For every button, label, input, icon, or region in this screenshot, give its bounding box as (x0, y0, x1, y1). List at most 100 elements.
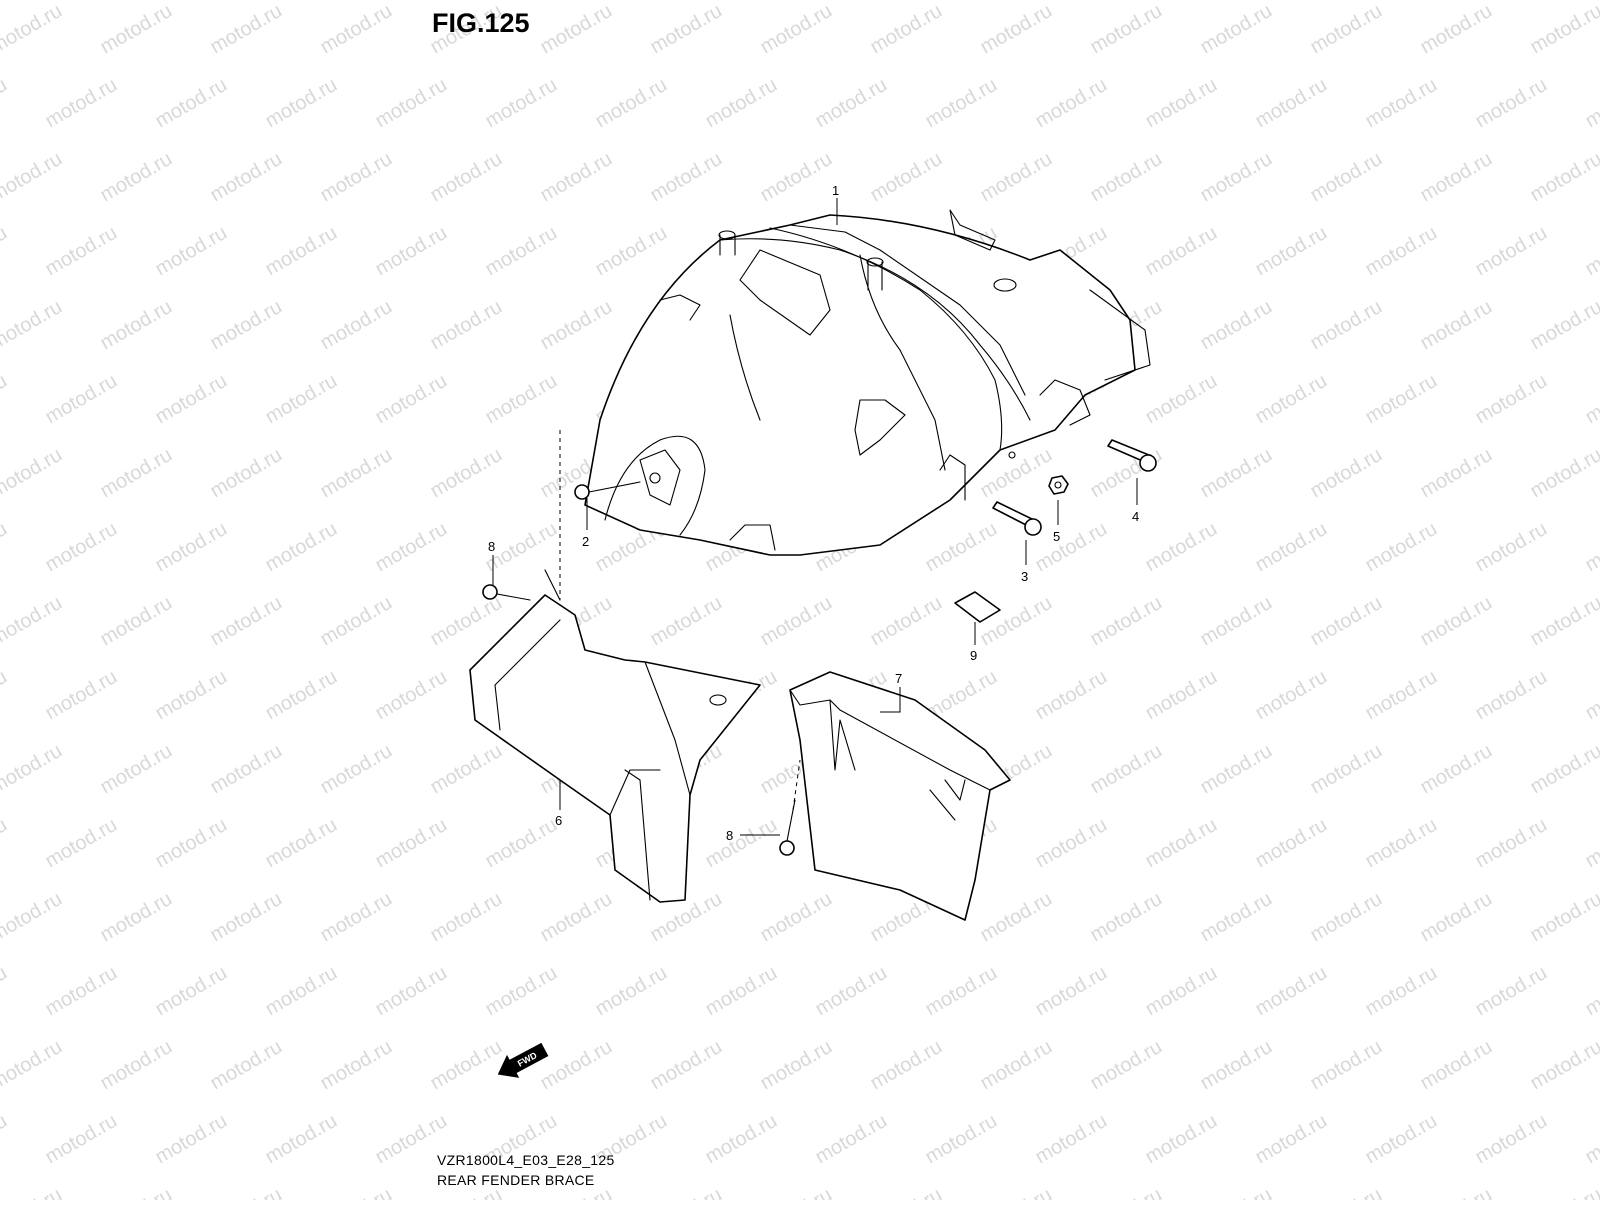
watermark-text: motod.ru (97, 296, 176, 355)
watermark-text: motod.ru (152, 222, 231, 281)
watermark-text: motod.ru (537, 888, 616, 947)
watermark-text: motod.ru (482, 814, 561, 873)
watermark-text: motod.ru (537, 1036, 616, 1095)
watermark-text: motod.ru (757, 592, 836, 651)
watermark-text: motod.ru (1142, 962, 1221, 1021)
watermark-text: motod.ru (1252, 518, 1331, 577)
watermark-text: motod.ru (977, 592, 1056, 651)
watermark-text: motod.ru (1417, 740, 1496, 799)
watermark-text: motod.ru (1252, 962, 1331, 1021)
watermark-text: motod.ru (317, 888, 396, 947)
figure-title: FIG.125 (432, 8, 530, 39)
watermark-text: motod.ru (1087, 740, 1166, 799)
watermark-text: motod.ru (427, 740, 506, 799)
watermark-text: motod.ru (1417, 1036, 1496, 1095)
watermark-text: motod.ru (1197, 296, 1276, 355)
watermark-text: motod.ru (1197, 740, 1276, 799)
watermark-text: motod.ru (647, 0, 726, 58)
callout-9: 9 (970, 648, 977, 663)
watermark-text: motod.ru (537, 148, 616, 207)
watermark-text: motod.ru (207, 0, 286, 58)
watermark-text: motod.ru (0, 888, 66, 947)
cushion-pad-9-part (955, 592, 1000, 622)
watermark-text: motod.ru (0, 592, 66, 651)
screw-8a-part (483, 585, 530, 600)
watermark-text: motod.ru (1472, 74, 1551, 133)
watermark-text: motod.ru (977, 1036, 1056, 1095)
watermark-text: motod.ru (1197, 0, 1276, 58)
watermark-text: motod.ru (647, 148, 726, 207)
watermark-text: motod.ru (537, 296, 616, 355)
watermark-text: motod.ru (317, 0, 396, 58)
watermark-text: motod.ru (262, 222, 341, 281)
callout-4: 4 (1132, 509, 1139, 524)
watermark-text: motod.ru (702, 1110, 781, 1169)
watermark-text: motod.ru (0, 1110, 11, 1169)
watermark-text: motod.ru (1362, 962, 1441, 1021)
watermark-text: motod.ru (1307, 740, 1386, 799)
watermark-text: motod.ru (317, 148, 396, 207)
watermark-text: motod.ru (1362, 1110, 1441, 1169)
watermark-text: motod.ru (977, 888, 1056, 947)
watermark-text: motod.ru (262, 74, 341, 133)
watermark-text: motod.ru (1362, 814, 1441, 873)
watermark-text: motod.ru (207, 888, 286, 947)
watermark-text: motod.ru (207, 592, 286, 651)
watermark-text: motod.ru (1087, 592, 1166, 651)
watermark-text: motod.ru (42, 1110, 121, 1169)
watermark-text: motod.ru (1582, 222, 1600, 281)
watermark-text: motod.ru (97, 592, 176, 651)
watermark-text: motod.ru (97, 444, 176, 503)
watermark-text: motod.ru (922, 962, 1001, 1021)
watermark-text: motod.ru (1142, 74, 1221, 133)
watermark-text: motod.ru (757, 1184, 836, 1200)
watermark-text: motod.ru (1362, 222, 1441, 281)
watermark-text: motod.ru (372, 370, 451, 429)
watermark-text: motod.ru (812, 962, 891, 1021)
watermark-text: motod.ru (207, 148, 286, 207)
watermark-text: motod.ru (1252, 814, 1331, 873)
watermark-text: motod.ru (317, 592, 396, 651)
watermark-text: motod.ru (1362, 370, 1441, 429)
nut-5-part (1049, 476, 1068, 494)
watermark-text: motod.ru (207, 296, 286, 355)
rear-fender-part (585, 210, 1150, 555)
watermark-text: motod.ru (427, 296, 506, 355)
watermark-text: motod.ru (42, 518, 121, 577)
callout-7: 7 (895, 671, 902, 686)
watermark-text: motod.ru (1417, 296, 1496, 355)
watermark-text: motod.ru (1527, 1184, 1600, 1200)
watermark-text: motod.ru (0, 1184, 66, 1200)
watermark-text: motod.ru (1032, 1110, 1111, 1169)
watermark-text: motod.ru (207, 1036, 286, 1095)
watermark-text: motod.ru (1142, 1110, 1221, 1169)
watermark-text: motod.ru (592, 962, 671, 1021)
watermark-text: motod.ru (1582, 962, 1600, 1021)
watermark-text: motod.ru (482, 222, 561, 281)
watermark-text: motod.ru (1252, 666, 1331, 725)
watermark-text: motod.ru (262, 370, 341, 429)
watermark-text: motod.ru (317, 444, 396, 503)
watermark-text: motod.ru (152, 814, 231, 873)
watermark-text: motod.ru (702, 814, 781, 873)
watermark-text: motod.ru (1087, 1184, 1166, 1200)
watermark-text: motod.ru (317, 1036, 396, 1095)
watermark-text: motod.ru (1527, 296, 1600, 355)
watermark-text: motod.ru (1582, 74, 1600, 133)
watermark-text: motod.ru (372, 74, 451, 133)
watermark-text: motod.ru (1252, 1110, 1331, 1169)
figure-caption: REAR FENDER BRACE (437, 1172, 595, 1188)
watermark-text: motod.ru (1307, 148, 1386, 207)
watermark-text: motod.ru (867, 0, 946, 58)
watermark-text: motod.ru (42, 666, 121, 725)
watermark-text: motod.ru (867, 1184, 946, 1200)
watermark-text: motod.ru (97, 1036, 176, 1095)
watermark-text: motod.ru (0, 222, 11, 281)
watermark-text: motod.ru (0, 962, 11, 1021)
watermark-text: motod.ru (427, 444, 506, 503)
watermark-text: motod.ru (262, 814, 341, 873)
watermark-text: motod.ru (152, 1110, 231, 1169)
watermark-text: motod.ru (1197, 1184, 1276, 1200)
watermark-text: motod.ru (1472, 370, 1551, 429)
watermark-text: motod.ru (1472, 1110, 1551, 1169)
